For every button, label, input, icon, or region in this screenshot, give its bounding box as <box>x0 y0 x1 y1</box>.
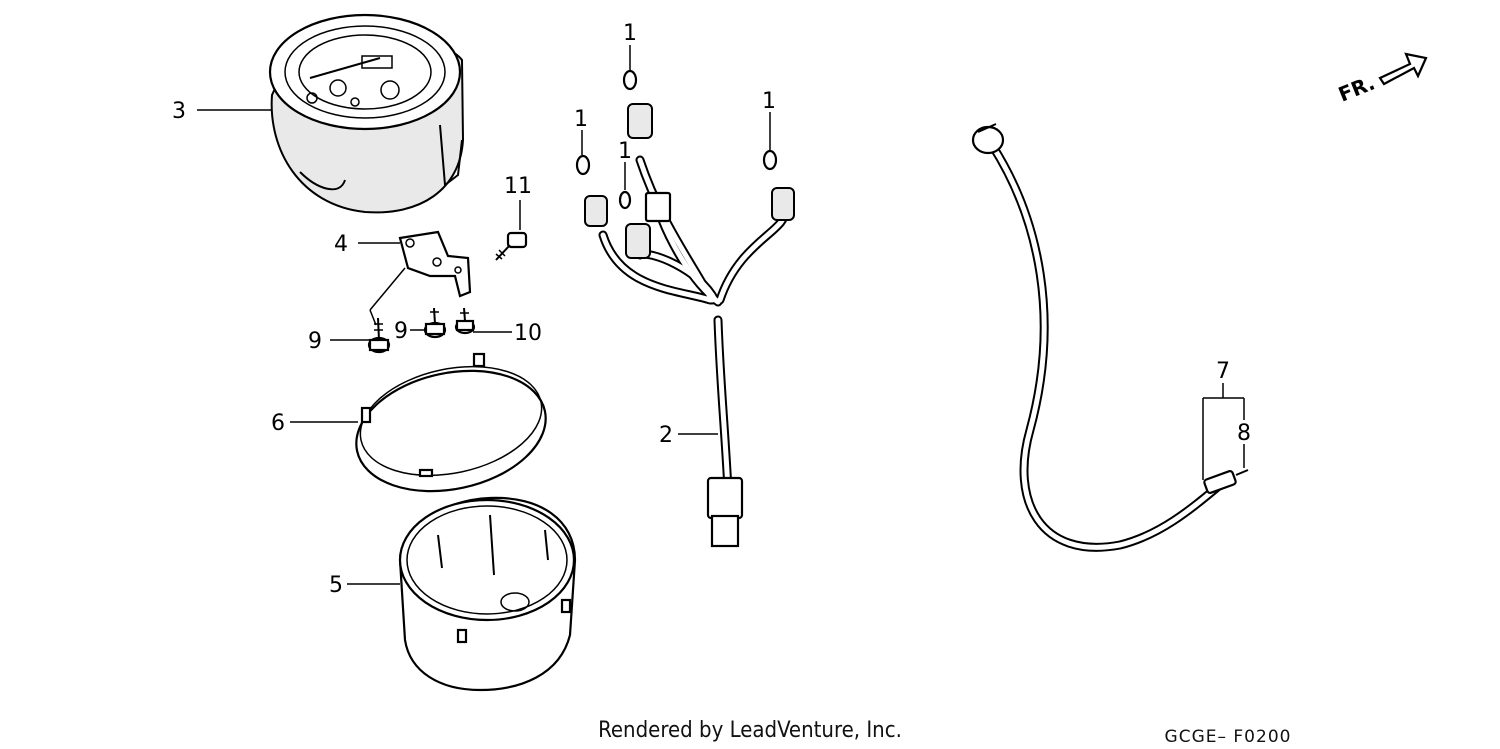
part-1-bulbs <box>575 69 778 210</box>
part-6-ring <box>355 352 547 493</box>
part-7-speedometer-cable <box>971 123 1249 552</box>
footer-credit: Rendered by LeadVenture, Inc. <box>598 718 902 743</box>
callout-1-right: 1 <box>762 89 776 114</box>
callout-9-right: 9 <box>394 319 408 344</box>
part-9-screw-b <box>423 307 447 339</box>
callout-1-top: 1 <box>623 21 637 46</box>
callout-9-left: 9 <box>308 329 322 354</box>
callout-7: 7 <box>1216 359 1230 384</box>
part-4-bracket <box>369 230 472 326</box>
part-5-case <box>398 496 577 692</box>
callout-8: 8 <box>1237 421 1251 446</box>
part-9-screw-a <box>367 317 391 354</box>
callout-11: 11 <box>504 174 532 199</box>
direction-label: FR. <box>1335 71 1378 107</box>
diagram-code: GCGE– F0200 <box>1165 727 1292 747</box>
callout-4: 4 <box>334 232 348 257</box>
callout-3: 3 <box>172 99 186 124</box>
part-10-screw <box>454 307 476 335</box>
part-2-wire-harness <box>584 103 795 548</box>
callout-2: 2 <box>659 423 673 448</box>
part-3-speedometer <box>268 13 465 214</box>
callout-6: 6 <box>271 411 285 436</box>
leader-lines <box>197 45 1245 585</box>
callout-1-center: 1 <box>618 139 632 164</box>
callout-10: 10 <box>514 321 542 346</box>
callout-1-left: 1 <box>574 107 588 132</box>
callout-labels: 1 1 1 1 2 3 4 5 6 7 8 9 9 10 11 <box>172 21 1251 598</box>
front-direction-arrow: FR. <box>1335 52 1428 107</box>
part-11-screw <box>495 231 528 261</box>
callout-5: 5 <box>329 573 343 598</box>
